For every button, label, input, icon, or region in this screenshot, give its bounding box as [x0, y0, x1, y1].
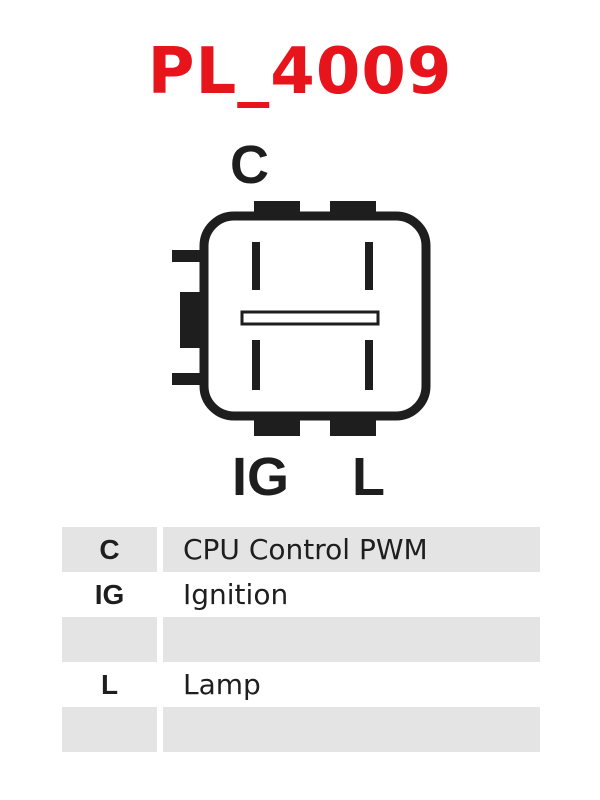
pin-code-cell: C: [62, 527, 157, 572]
side-tab-bottom: [172, 373, 204, 385]
pin-table-row: L Lamp: [62, 662, 540, 707]
pin-slot-top-right: [365, 242, 373, 290]
side-tab-top: [172, 250, 204, 262]
pin-table-row: [62, 617, 540, 662]
pin-label-c: C: [230, 135, 269, 195]
part-number-title: PL_4009: [147, 35, 453, 109]
pin-label-ig: IG: [232, 447, 290, 507]
pin-table-row: [62, 707, 540, 752]
pin-slot-bottom-right: [365, 340, 373, 390]
pin-code-cell: [62, 707, 157, 752]
pin-description-cell: CPU Control PWM: [163, 527, 540, 572]
pin-code-cell: [62, 617, 157, 662]
pin-table-row: IG Ignition: [62, 572, 540, 617]
pin-description-cell: Ignition: [183, 578, 289, 611]
pin-slot-top-left: [252, 242, 260, 290]
center-key-bar: [240, 310, 380, 326]
pin-slot-bottom-left: [252, 340, 260, 390]
pin-description-cell: [163, 707, 540, 752]
pin-label-l: L: [352, 447, 385, 507]
pin-code-cell: L: [100, 668, 119, 700]
pin-description-cell: [163, 617, 540, 662]
pin-code-cell: IG: [94, 578, 125, 610]
pin-description-cell: Lamp: [183, 668, 261, 701]
